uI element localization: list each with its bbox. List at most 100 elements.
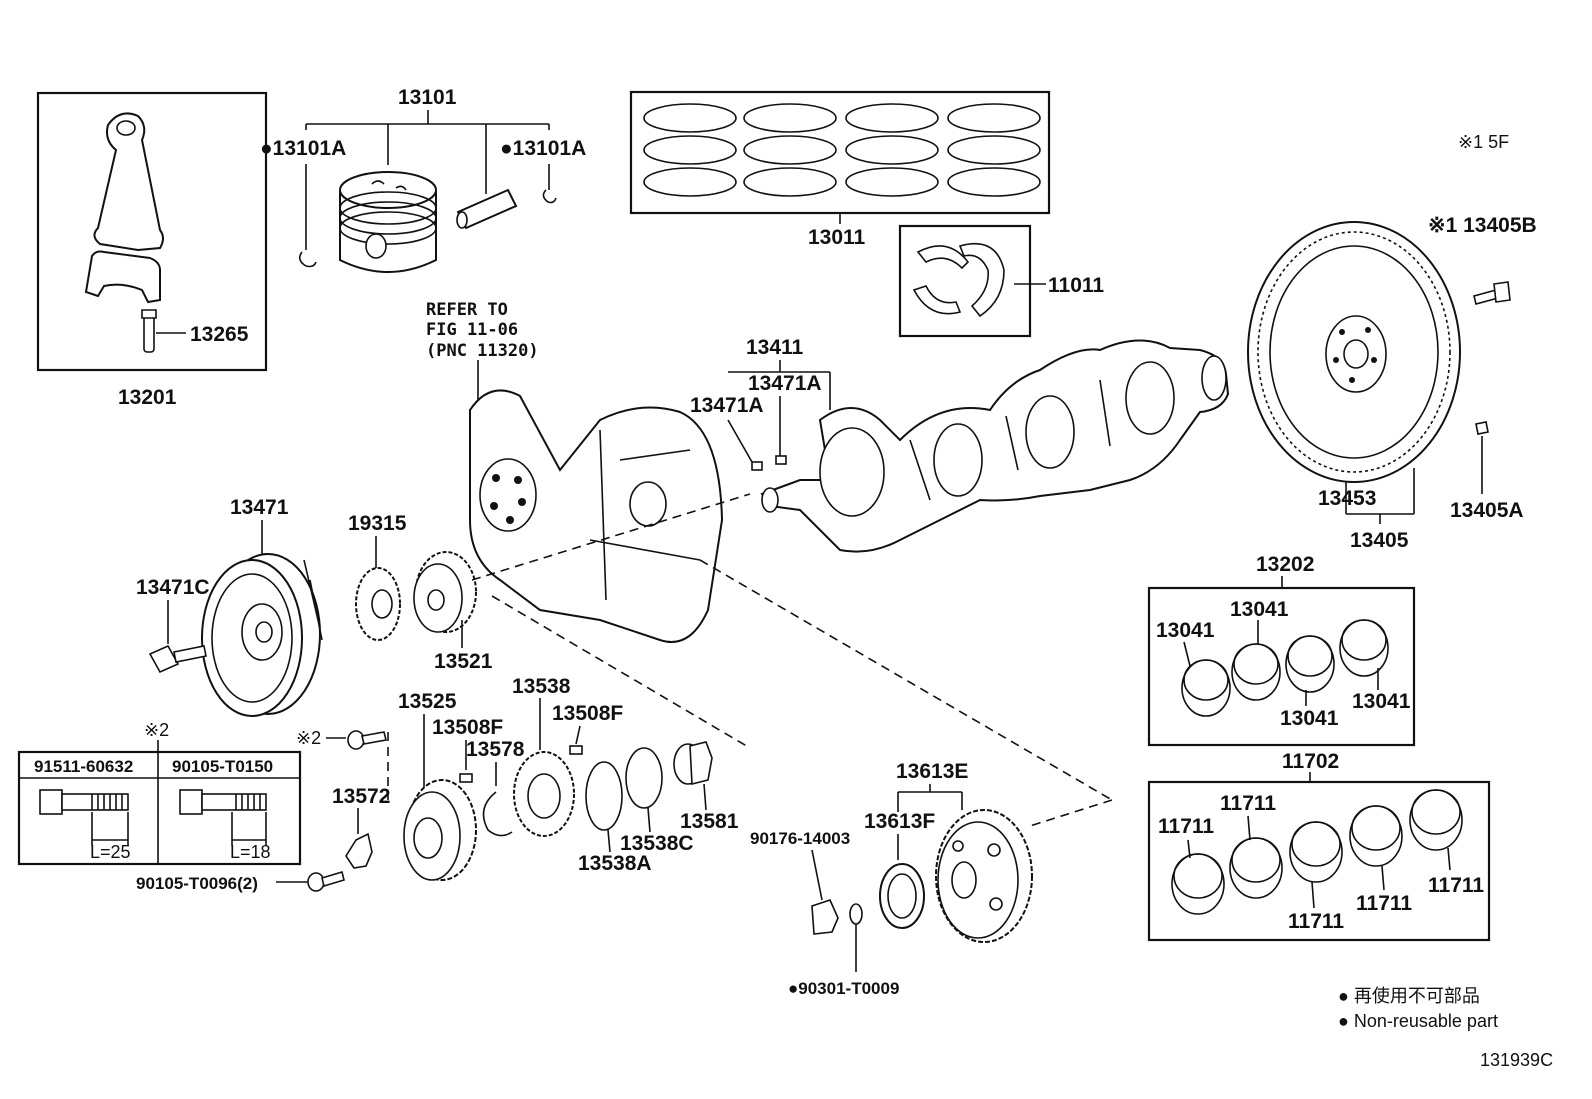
gear-13521-drawing bbox=[413, 551, 477, 633]
bolt-a-length: L=25 bbox=[90, 842, 131, 862]
timing-gear-group: 13613E 13613F 90176-14003 ●90301-T0009 bbox=[750, 760, 1033, 998]
part-13411-label: 13411 bbox=[746, 336, 804, 359]
part-13613E-label: 13613E bbox=[896, 760, 968, 783]
part-13405A-label: 13405A bbox=[1450, 499, 1524, 522]
gear-13613E-drawing bbox=[935, 809, 1033, 943]
thrust-washer-group: 11011 bbox=[898, 224, 1104, 338]
refer-to-line2: FIG 11-06 bbox=[426, 320, 518, 340]
ring-set-4 bbox=[947, 103, 1041, 197]
part-13041-d-label: 13041 bbox=[1352, 690, 1411, 713]
flywheel-drawing bbox=[1247, 221, 1461, 483]
crank-pulley-group: 13471 13471C bbox=[136, 496, 323, 717]
part-13581-label: 13581 bbox=[680, 810, 739, 833]
part-13265-label: 13265 bbox=[190, 323, 249, 346]
part-13405-label: 13405 bbox=[1350, 529, 1409, 552]
part-90105-T0096-label: 90105-T0096(2) bbox=[136, 874, 258, 893]
part-13613F-label: 13613F bbox=[864, 810, 935, 833]
part-13525-label: 13525 bbox=[398, 690, 457, 713]
shaft-13581-drawing bbox=[673, 741, 713, 786]
bearing-shells-11711 bbox=[1171, 789, 1463, 915]
snap-ring-left bbox=[298, 251, 317, 268]
part-13101-label: 13101 bbox=[398, 86, 457, 109]
piston-pin-drawing bbox=[456, 188, 518, 230]
part-11702-label: 11702 bbox=[1282, 750, 1339, 773]
part-11711-b-label: 11711 bbox=[1220, 792, 1276, 815]
legend-group: ● 再使用不可部品 ● Non-reusable part 131939C bbox=[1338, 986, 1553, 1070]
washer-13538C bbox=[625, 747, 663, 809]
plate-13572-drawing bbox=[345, 832, 373, 869]
part-13101A-left-label: ●13101A bbox=[260, 137, 346, 160]
small-bolt-drawing bbox=[347, 730, 387, 750]
crank-pulley-drawing bbox=[201, 553, 323, 717]
dowel-pin-drawing bbox=[1475, 421, 1489, 435]
bearing-set-11702-group: 11702 11711 11711 11711 11711 11711 bbox=[1147, 750, 1491, 942]
ring-set-3 bbox=[845, 103, 939, 197]
bearing-box-13202 bbox=[1147, 586, 1416, 747]
snap-ring-13578 bbox=[482, 791, 513, 837]
washer-90301-drawing bbox=[849, 903, 863, 925]
bolt-table-group: ※2 91511-60632 90105-T0150 L=25 L=18 bbox=[17, 720, 302, 866]
part-13453-label: 13453 bbox=[1318, 487, 1376, 510]
part-13538C-label: 13538C bbox=[620, 832, 694, 855]
part-13471A-b-label: 13471A bbox=[748, 372, 822, 395]
key-a bbox=[751, 461, 763, 471]
part-11711-a-label: 11711 bbox=[1158, 815, 1214, 838]
part-90176-label: 90176-14003 bbox=[750, 829, 850, 848]
thrust-washer-box bbox=[898, 224, 1032, 338]
bolt-b-part-number: 90105-T0150 bbox=[172, 757, 273, 776]
piston-group: 13101 ●13101A ●13101A bbox=[260, 86, 586, 273]
crankshaft-drawing bbox=[760, 339, 1230, 553]
part-13041-c-label: 13041 bbox=[1280, 707, 1339, 730]
snap-ring-right bbox=[542, 189, 557, 204]
part-13538-label: 13538 bbox=[512, 675, 571, 698]
note2-bolt-label: ※2 bbox=[296, 728, 321, 748]
part-13101A-right-label: ●13101A bbox=[500, 137, 586, 160]
spacer-13538A bbox=[585, 761, 623, 831]
refer-to-line1: REFER TO bbox=[426, 300, 508, 320]
sprocket-group: 19315 13521 bbox=[348, 512, 493, 673]
part-13471C-label: 13471C bbox=[136, 576, 210, 599]
legend-japanese: ● 再使用不可部品 bbox=[1338, 986, 1480, 1006]
bolt-90105-T0096-drawing bbox=[307, 870, 345, 892]
diagram-id: 131939C bbox=[1480, 1050, 1553, 1070]
part-13202-label: 13202 bbox=[1256, 553, 1314, 576]
flywheel-group: ※1 5F ※1 13405B 13405A 13453 13405 bbox=[1247, 132, 1537, 552]
part-13011-label: 13011 bbox=[808, 226, 866, 249]
timing-case-group: REFER TO FIG 11-06 (PNC 11320) bbox=[426, 300, 724, 643]
part-13405B-label: ※1 13405B bbox=[1428, 214, 1537, 237]
gear-13525-drawing bbox=[403, 779, 477, 881]
bearing-set-13202-group: 13202 13041 13041 13041 13041 bbox=[1147, 553, 1416, 747]
note-5f-label: ※1 5F bbox=[1458, 132, 1509, 152]
part-13471-label: 13471 bbox=[230, 496, 289, 519]
pin-13508F-b bbox=[569, 745, 583, 755]
piston-rings-group: 13011 bbox=[629, 90, 1051, 249]
part-13572-label: 13572 bbox=[332, 785, 390, 808]
refer-to-line3: (PNC 11320) bbox=[426, 341, 539, 361]
collar-90176-drawing bbox=[811, 899, 839, 935]
part-19315-label: 19315 bbox=[348, 512, 407, 535]
flywheel-bolt-drawing bbox=[1473, 281, 1511, 305]
connecting-rod-group: 13265 13201 bbox=[36, 91, 268, 409]
part-11711-d-label: 11711 bbox=[1356, 892, 1412, 915]
connecting-rod-box bbox=[36, 91, 268, 372]
thrust-washer-lower bbox=[912, 285, 962, 315]
part-13521-label: 13521 bbox=[434, 650, 493, 673]
bearing-shells-13041 bbox=[1181, 619, 1389, 717]
part-13578-label: 13578 bbox=[466, 738, 525, 761]
part-13041-b-label: 13041 bbox=[1230, 598, 1289, 621]
drive-parts-group: ※2 13525 13572 13508F 13578 13538 13508F bbox=[136, 675, 739, 893]
bolt-table bbox=[17, 750, 302, 866]
part-13538A-label: 13538A bbox=[578, 852, 652, 875]
part-13508F-a-label: 13508F bbox=[432, 716, 503, 739]
ring-set-1 bbox=[643, 103, 737, 197]
note2-table-label: ※2 bbox=[144, 720, 169, 740]
bolt-b-drawing bbox=[179, 789, 267, 846]
piston-drawing bbox=[339, 171, 437, 273]
ring-set-2 bbox=[743, 103, 837, 197]
part-13471A-a-label: 13471A bbox=[690, 394, 764, 417]
crankshaft-group: 13411 13471A 13471A bbox=[690, 336, 1230, 553]
part-13201-label: 13201 bbox=[118, 386, 177, 409]
legend-english: ● Non-reusable part bbox=[1338, 1011, 1498, 1031]
part-11711-c-label: 11711 bbox=[1288, 910, 1344, 933]
